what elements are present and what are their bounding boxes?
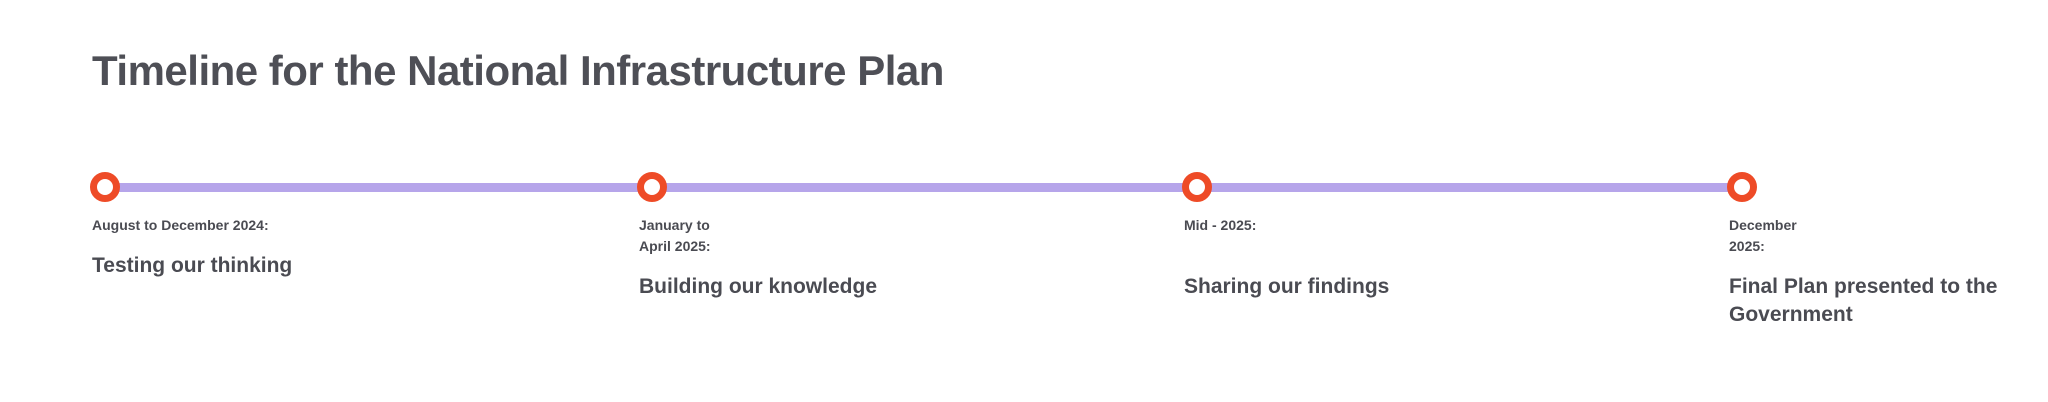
milestone-label-line: Building our knowledge — [639, 275, 877, 298]
milestone-label-line: Sharing our findings — [1184, 275, 1390, 298]
milestone-date: January to April 2025: — [639, 215, 1109, 257]
milestone: January to April 2025: Building our knowl… — [637, 172, 1109, 301]
milestone-date-line: December — [1729, 217, 1797, 233]
milestone-label-line: Government — [1729, 303, 1853, 326]
milestone-date: December 2025: — [1729, 215, 2029, 257]
milestone-label: Sharing our findings — [1184, 273, 1654, 301]
page-title: Timeline for the National Infrastructure… — [92, 47, 944, 94]
milestone-date-line: April 2025: — [639, 238, 711, 254]
timeline-node-icon — [637, 172, 667, 202]
milestone: Mid - 2025: Sharing our findings — [1182, 172, 1654, 301]
milestone-label: Testing our thinking — [92, 252, 562, 280]
milestone-date-line — [1184, 236, 1654, 257]
timeline-node-icon — [90, 172, 120, 202]
milestone: December 2025: Final Plan presented to th… — [1727, 172, 2029, 329]
milestone-date-line: January to — [639, 217, 710, 233]
milestone-date-line: August to December 2024: — [92, 217, 269, 233]
milestone-label: Building our knowledge — [639, 273, 1109, 301]
timeline-node-icon — [1182, 172, 1212, 202]
milestone-date: Mid - 2025: — [1184, 215, 1654, 257]
milestone-date-line: Mid - 2025: — [1184, 217, 1257, 233]
milestone-date-line: 2025: — [1729, 238, 1765, 254]
milestone-label-line: Testing our thinking — [92, 254, 293, 277]
timeline-line — [100, 183, 1745, 192]
milestone-label-line: Final Plan presented to the — [1729, 275, 1998, 298]
timeline-node-icon — [1727, 172, 1757, 202]
milestone-date: August to December 2024: — [92, 215, 562, 236]
milestone: August to December 2024: Testing our thi… — [90, 172, 562, 280]
